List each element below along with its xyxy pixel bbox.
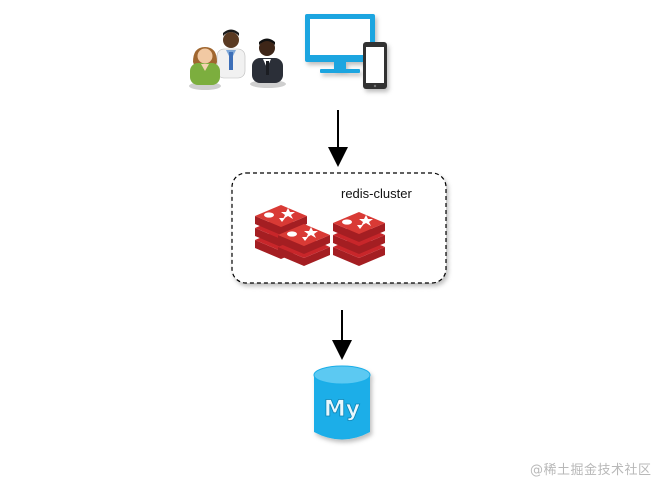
monitor-icon xyxy=(305,14,375,73)
person-left-icon xyxy=(190,47,220,85)
person-middle-icon xyxy=(216,29,246,79)
monitor-and-phone-icon xyxy=(305,14,387,89)
cluster-label: redis-cluster xyxy=(341,186,412,201)
redis-icon xyxy=(333,212,385,266)
mysql-logo-text: My xyxy=(324,397,360,422)
watermark: @稀土掘金技术社区 xyxy=(530,463,652,478)
phone-icon xyxy=(363,42,387,89)
users-group-icon xyxy=(189,29,286,90)
redis-icon xyxy=(278,224,330,266)
person-right-icon xyxy=(252,38,283,83)
mysql-database-icon: My xyxy=(313,365,371,440)
